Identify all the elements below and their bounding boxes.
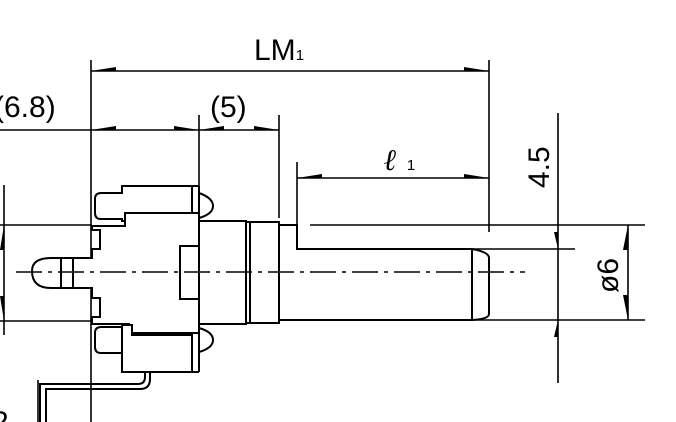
label-6-8: (6.8) (0, 91, 56, 124)
arrow-6-8-right (174, 126, 199, 130)
arrow-5-right (254, 126, 279, 130)
label-lm1: LM1 (254, 34, 304, 67)
arrow-l1-left (297, 174, 322, 178)
arrow-left-top (0, 225, 4, 250)
arrow-dia6-bottom (623, 295, 628, 320)
mounting-lead-inner (45, 372, 151, 422)
lower-terminal-tab (94, 324, 193, 373)
label-dia6: ø6 (592, 258, 625, 293)
arrow-left-bottom (0, 296, 4, 321)
arrow-dia6-top (623, 225, 628, 250)
arrow-l1-right (464, 174, 489, 178)
arrow-5-left (199, 126, 224, 130)
extension-lines (0, 60, 645, 422)
label-lm1-main: LM (254, 34, 296, 67)
arrow-lm1-right (464, 67, 489, 71)
arrow-4-5-bottom (554, 320, 558, 337)
label-partial-2: 2 (0, 406, 9, 422)
label-l1-main: ℓ (384, 143, 397, 178)
arrow-4-5-top (554, 232, 558, 249)
arrow-lm1-left (91, 67, 116, 71)
arrow-6-8-left (91, 126, 116, 130)
label-4-5: 4.5 (523, 146, 556, 188)
dimension-lines (0, 67, 629, 337)
component-body (30, 185, 490, 422)
dimension-labels: LM1 (6.8) (5) ℓ1 4.5 ø6 2 (0, 34, 625, 422)
label-5: (5) (210, 91, 247, 124)
upper-terminal-dome (198, 192, 215, 219)
main-housing (30, 212, 200, 334)
mounting-lead-outer (39, 372, 146, 422)
label-lm1-sub: 1 (296, 47, 304, 64)
label-l1-sub: 1 (407, 157, 415, 174)
lower-terminal-dome (198, 327, 215, 353)
